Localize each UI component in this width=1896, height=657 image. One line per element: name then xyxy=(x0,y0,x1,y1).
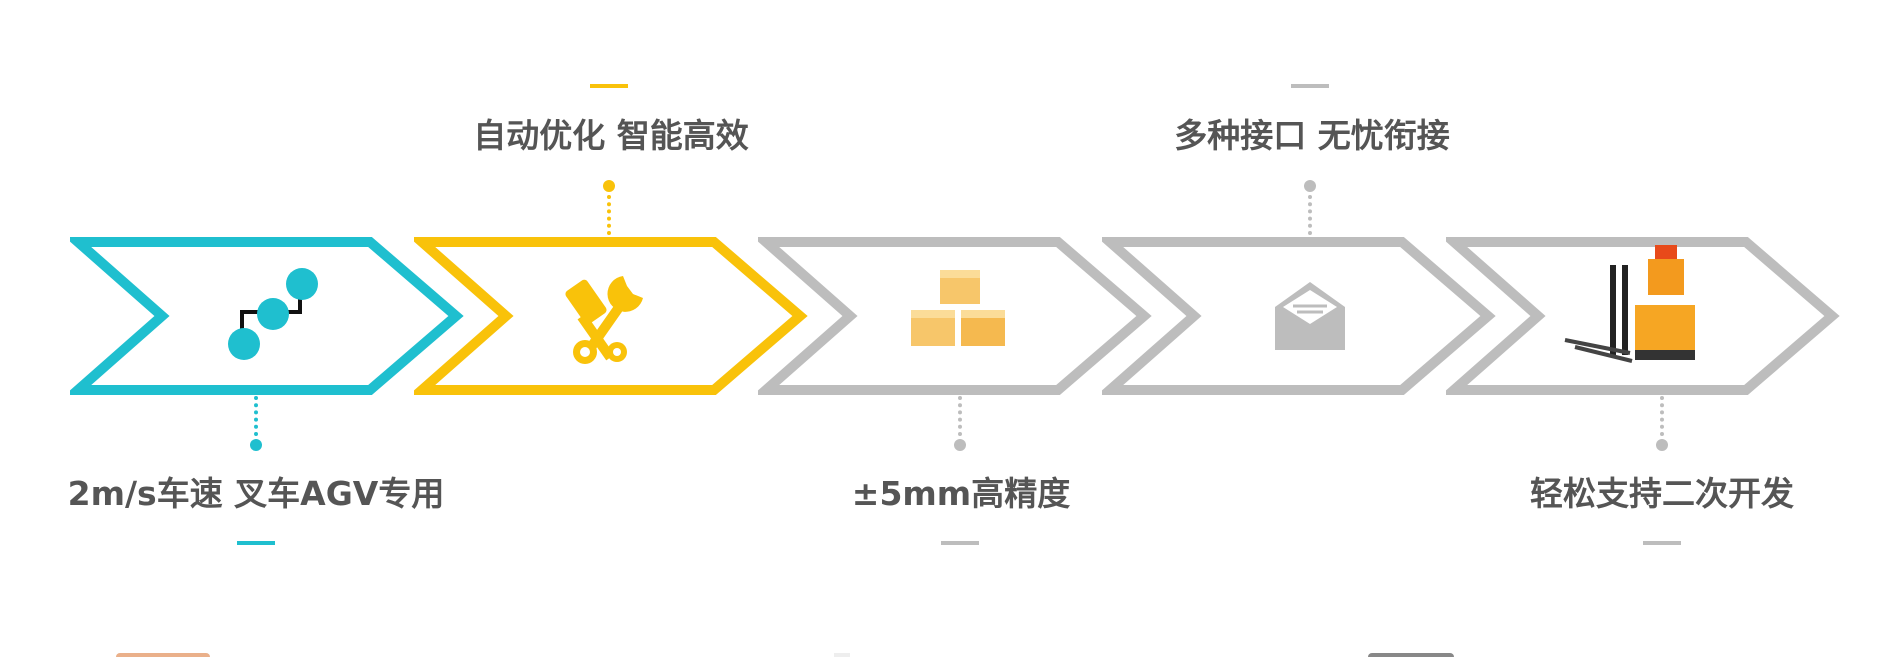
nodes-icon xyxy=(228,268,318,360)
chevron-step-4 xyxy=(1102,237,1496,395)
connector-dot-step-3 xyxy=(954,439,966,451)
chevron-step-5 xyxy=(1446,237,1840,395)
accent-dash-step-1 xyxy=(237,541,275,545)
chevron-step-2 xyxy=(414,237,808,395)
boxes-icon xyxy=(911,270,1005,346)
cropped-element-light xyxy=(834,653,850,657)
accent-dash-step-4 xyxy=(1291,84,1329,88)
dotted-connector-step-3 xyxy=(958,396,962,436)
dotted-connector-step-2 xyxy=(607,195,611,235)
step-3-label: ±5mm高精度 xyxy=(851,474,1071,513)
step-1-label: 2m/s车速 叉车AGV专用 xyxy=(67,474,445,513)
dotted-connector-step-5 xyxy=(1660,396,1664,436)
accent-dash-step-2 xyxy=(590,84,628,88)
dotted-connector-step-4 xyxy=(1308,195,1312,235)
dotted-connector-step-1 xyxy=(254,396,258,436)
step-2-label: 自动优化 智能高效 xyxy=(473,116,749,155)
chevron-step-1 xyxy=(70,237,464,395)
connector-dot-step-2 xyxy=(603,180,615,192)
envelope-icon xyxy=(1275,282,1345,350)
chevron-step-3 xyxy=(758,237,1152,395)
forklift-agv-icon xyxy=(1564,245,1695,363)
tools-icon xyxy=(565,276,643,364)
step-4-label: 多种接口 无忧衔接 xyxy=(1174,116,1450,155)
step-5-label: 轻松支持二次开发 xyxy=(1530,474,1794,513)
connector-dot-step-4 xyxy=(1304,180,1316,192)
cropped-element-orange xyxy=(116,653,210,657)
accent-dash-step-5 xyxy=(1643,541,1681,545)
connector-dot-step-5 xyxy=(1656,439,1668,451)
cropped-element-gray xyxy=(1368,653,1454,657)
accent-dash-step-3 xyxy=(941,541,979,545)
connector-dot-step-1 xyxy=(250,439,262,451)
